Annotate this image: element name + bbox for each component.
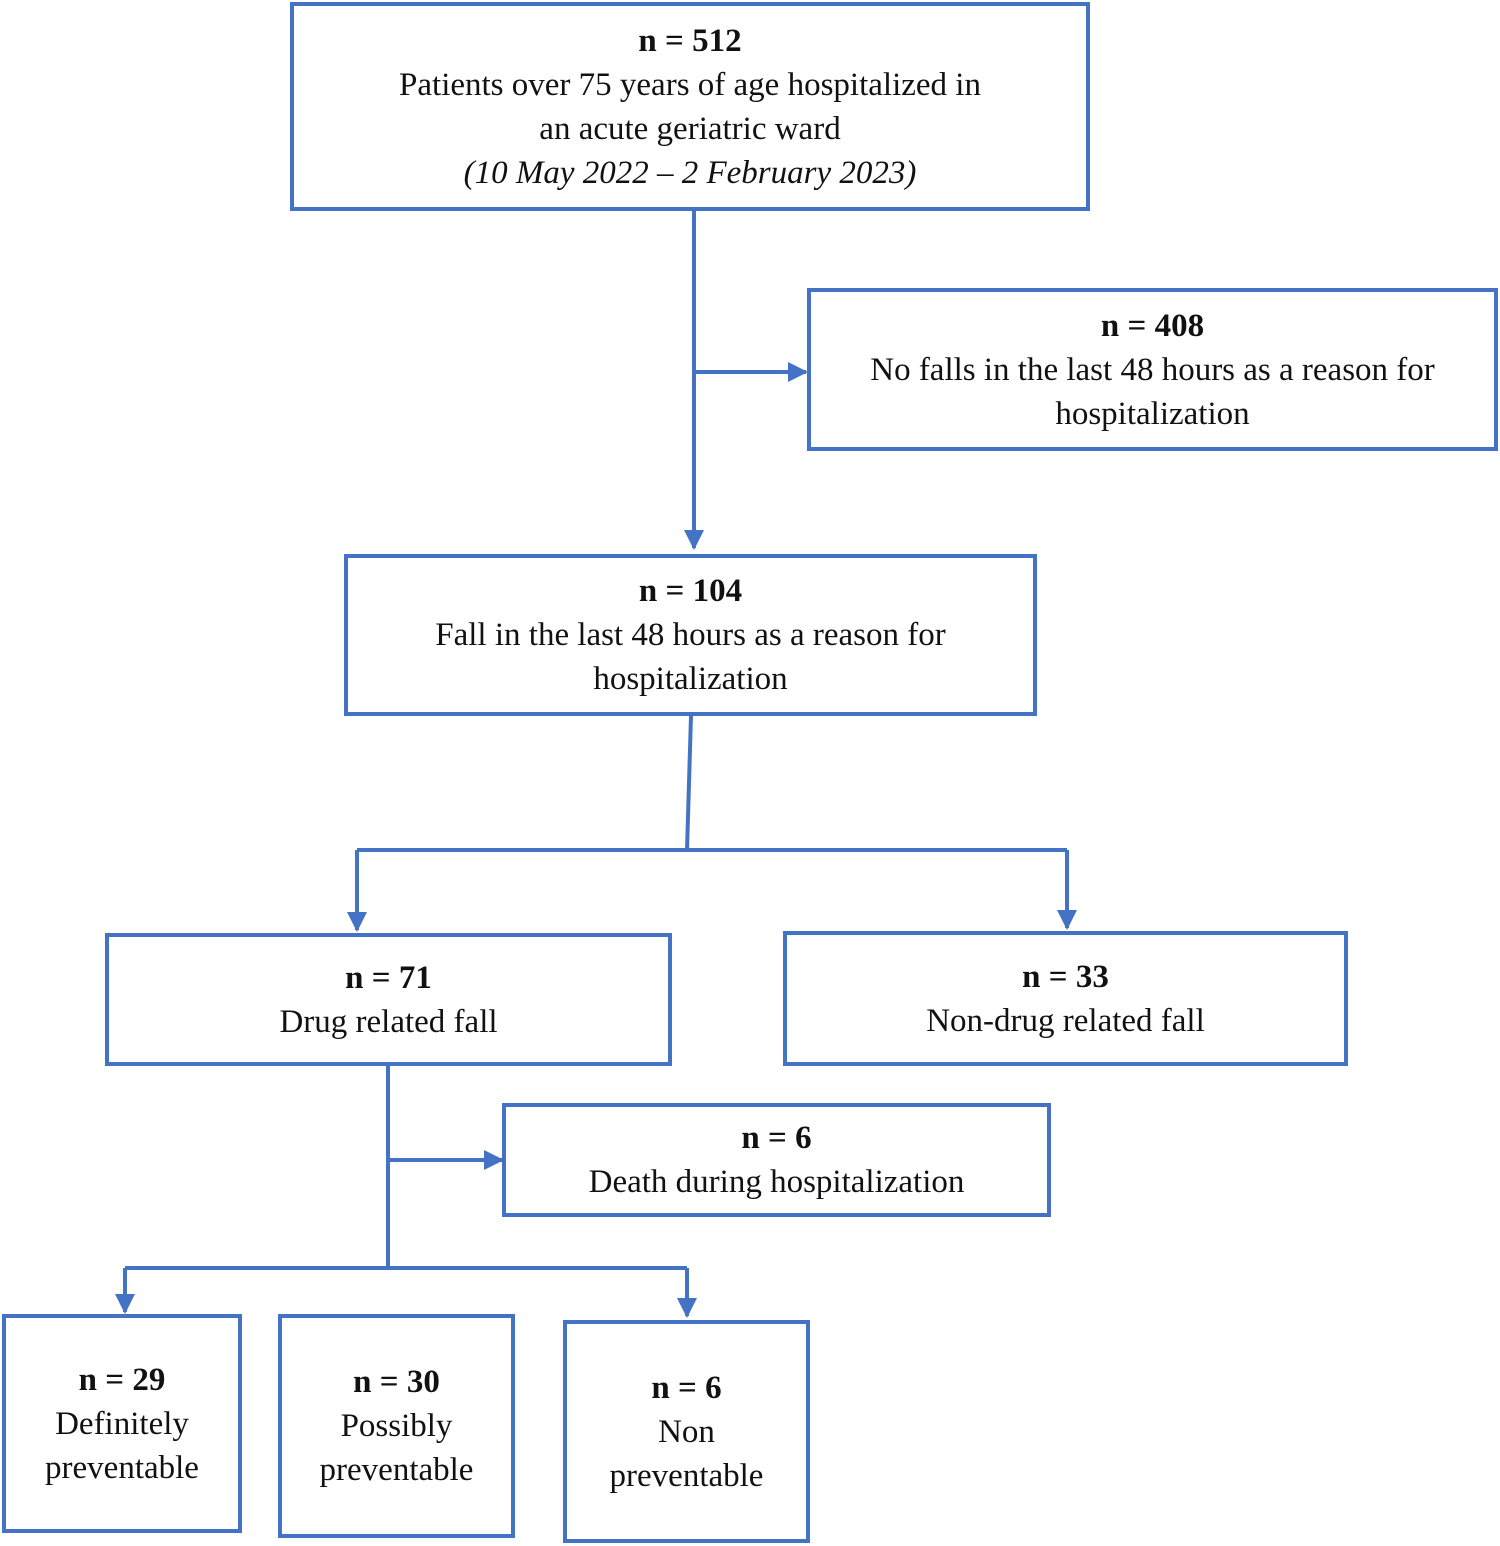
label-line-1: Definitely [55, 1405, 189, 1442]
label-line-2: preventable [609, 1457, 764, 1494]
study-period: (10 May 2022 – 2 February 2023) [463, 154, 917, 191]
count-possibly-preventable: n = 30 [353, 1364, 440, 1400]
count-definitely-preventable: n = 29 [78, 1361, 166, 1398]
connector-104-stem [685, 715, 693, 851]
box-non-drug-related: n = 33 Non-drug related fall [783, 931, 1348, 1066]
label-line-2: an acute geriatric ward [539, 110, 841, 147]
box-drug-related: n = 71 Drug related fall [105, 933, 672, 1066]
box-possibly-preventable: n = 30 Possibly preventable [278, 1314, 515, 1538]
label-line-1: Patients over 75 years of age hospitaliz… [399, 66, 981, 103]
label-line-1: Non-drug related fall [926, 1002, 1205, 1039]
count-fall-reason: n = 104 [638, 573, 743, 609]
label-line-1: No falls in the last 48 hours as a reaso… [870, 351, 1435, 388]
label-line-2: hospitalization [593, 661, 788, 697]
box-no-falls: n = 408 No falls in the last 48 hours as… [807, 288, 1498, 451]
count-non-drug-related: n = 33 [1022, 958, 1109, 995]
label-line-1: Death during hospitalization [588, 1164, 965, 1200]
box-non-preventable: n = 6 Non preventable [563, 1320, 810, 1543]
label-line-2: preventable [45, 1449, 199, 1486]
count-no-falls: n = 408 [1100, 307, 1205, 344]
label-line-2: hospitalization [1055, 395, 1250, 432]
label-line-1: Non [658, 1413, 715, 1450]
count-drug-related: n = 71 [345, 959, 432, 996]
label-line-1: Fall in the last 48 hours as a reason fo… [435, 617, 946, 653]
label-line-1: Possibly [340, 1408, 453, 1444]
count-all-patients: n = 512 [638, 22, 742, 59]
label-line-1: Drug related fall [279, 1003, 498, 1040]
box-fall-reason: n = 104 Fall in the last 48 hours as a r… [344, 554, 1037, 716]
box-death: n = 6 Death during hospitalization [502, 1103, 1051, 1217]
box-definitely-preventable: n = 29 Definitely preventable [2, 1314, 242, 1533]
box-all-patients: n = 512 Patients over 75 years of age ho… [290, 2, 1090, 211]
count-non-preventable: n = 6 [651, 1369, 722, 1406]
label-line-2: preventable [319, 1452, 474, 1488]
count-death: n = 6 [741, 1120, 812, 1156]
